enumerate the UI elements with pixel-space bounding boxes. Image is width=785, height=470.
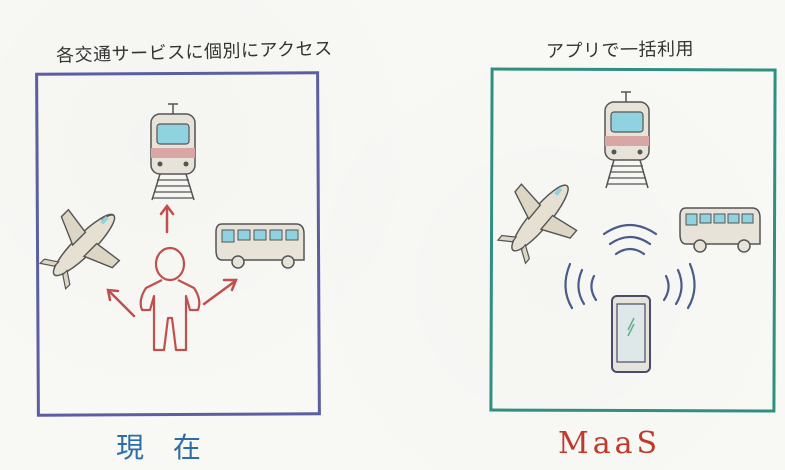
train-icon (150, 103, 196, 201)
wireless-signal-icon (564, 223, 696, 310)
access-arrows (106, 203, 238, 318)
airplane-icon (496, 183, 578, 265)
person-icon (139, 246, 201, 352)
current-caption: 現 在 (116, 431, 211, 464)
train-icon (604, 91, 650, 189)
airplane-icon (38, 208, 121, 291)
smartphone-icon (611, 295, 651, 373)
bus-icon (215, 223, 305, 269)
bus-icon (679, 207, 761, 253)
maas-caption: MaaS (558, 426, 662, 461)
